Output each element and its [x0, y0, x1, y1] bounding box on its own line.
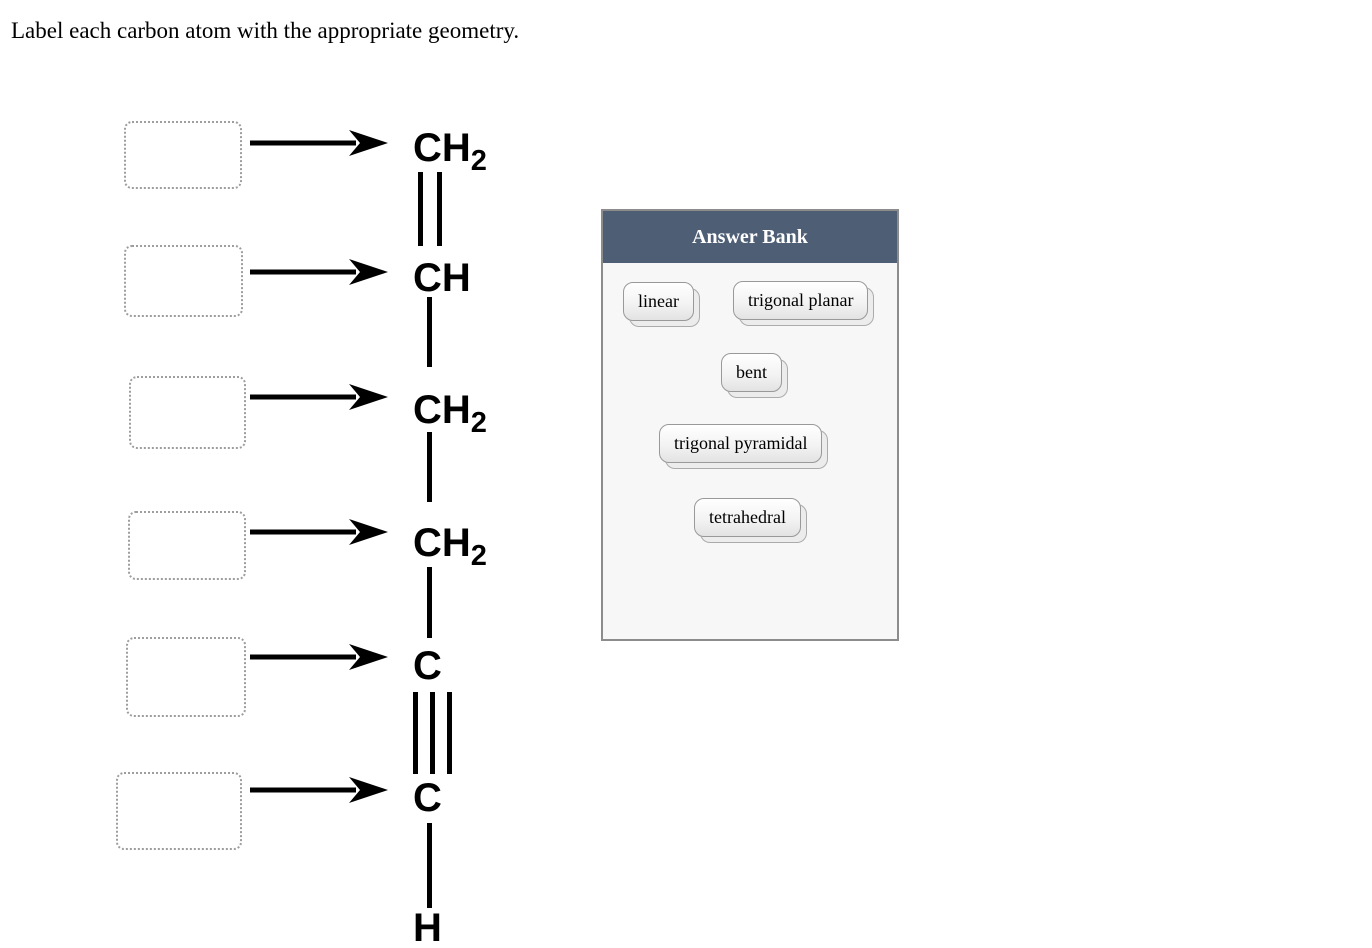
arrow-icon: [250, 384, 388, 410]
answer-chip-tetrahedral[interactable]: tetrahedral: [694, 498, 801, 537]
triple-bond: [430, 692, 435, 774]
drop-target-2[interactable]: [124, 245, 243, 317]
single-bond: [427, 297, 432, 367]
atom-label-1: CH2: [413, 126, 487, 177]
answer-chip-linear[interactable]: linear: [623, 282, 694, 321]
atom-label-3: CH2: [413, 388, 487, 439]
single-bond: [427, 823, 432, 908]
drop-target-3[interactable]: [129, 376, 246, 449]
terminal-hydrogen-label: H: [413, 906, 442, 948]
triple-bond: [447, 692, 452, 774]
atom-label-5: C: [413, 644, 442, 688]
atom-label-4: CH2: [413, 521, 487, 572]
arrow-icon: [250, 777, 388, 803]
single-bond: [427, 432, 432, 502]
page-title: Label each carbon atom with the appropri…: [11, 18, 520, 43]
arrow-icon: [250, 130, 388, 156]
arrow-icon: [250, 644, 388, 670]
atom-label-6: C: [413, 776, 442, 820]
answer-chip-trigonal-planar[interactable]: trigonal planar: [733, 281, 869, 320]
double-bond: [437, 172, 442, 246]
arrow-icon: [250, 519, 388, 545]
answer-bank-panel: Answer Bank linear trigonal planar bent …: [601, 209, 899, 641]
atom-label-2: CH: [413, 256, 471, 300]
answer-chip-trigonal-pyramidal[interactable]: trigonal pyramidal: [659, 424, 823, 463]
double-bond: [418, 172, 423, 246]
drop-target-4[interactable]: [128, 511, 246, 580]
drop-target-1[interactable]: [124, 121, 242, 189]
answer-chip-bent[interactable]: bent: [721, 353, 782, 392]
drop-target-5[interactable]: [126, 637, 246, 717]
drop-target-6[interactable]: [116, 772, 242, 850]
single-bond: [427, 567, 432, 638]
triple-bond: [413, 692, 418, 774]
answer-bank-header: Answer Bank: [603, 211, 897, 263]
arrow-icon: [250, 259, 388, 285]
